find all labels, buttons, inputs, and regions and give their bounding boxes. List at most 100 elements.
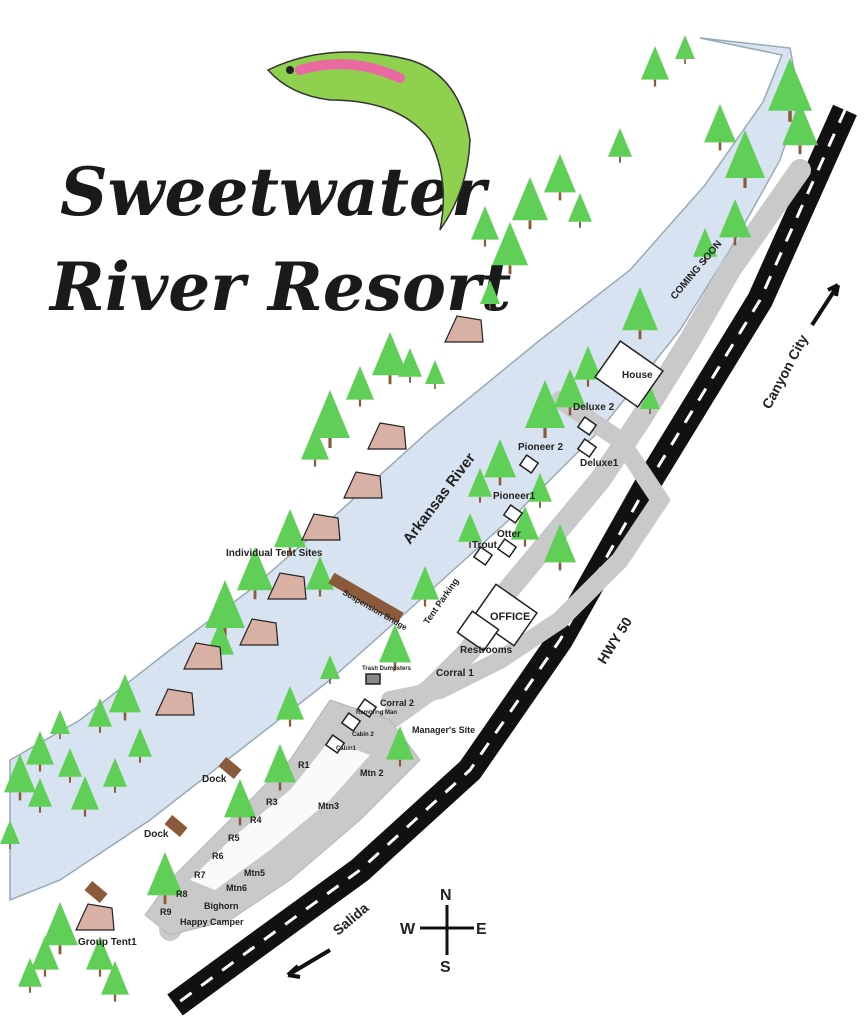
- individual-tent-sites-label: Individual Tent Sites: [226, 548, 323, 559]
- title-line2: River Resort: [48, 248, 511, 326]
- tree: [641, 46, 669, 87]
- house-building[interactable]: [594, 340, 664, 408]
- tent-site[interactable]: [367, 422, 407, 450]
- tree: [544, 524, 576, 571]
- r9-label: R9: [160, 907, 172, 917]
- canyon-city-arrow: [810, 283, 840, 327]
- house-label: House: [622, 370, 653, 381]
- tent-site[interactable]: [301, 513, 341, 541]
- corral2-label: Corral 2: [380, 698, 414, 708]
- deluxe1-label: Deluxe1: [580, 458, 619, 469]
- tree: [525, 380, 565, 438]
- trout-cabin[interactable]: [472, 546, 494, 566]
- r4-label: R4: [250, 815, 262, 825]
- tree: [50, 710, 70, 739]
- r7-label: R7: [194, 870, 206, 880]
- mtn6-label: Mtn6: [226, 883, 247, 893]
- tree: [574, 346, 602, 387]
- tree: [528, 473, 552, 508]
- rambling-man-label: Rambling Man: [356, 710, 397, 716]
- highway-label: HWY 50: [594, 614, 635, 667]
- r3-label: R3: [266, 797, 278, 807]
- deluxe1-cabin[interactable]: [576, 438, 598, 458]
- tree: [484, 439, 516, 486]
- rambling-man-cabin[interactable]: [356, 698, 378, 718]
- pioneer2-cabin[interactable]: [518, 454, 540, 474]
- tree: [0, 820, 20, 849]
- tree: [128, 728, 152, 763]
- compass-s: S: [440, 959, 451, 976]
- pioneer1-cabin[interactable]: [502, 504, 524, 524]
- tree: [622, 287, 658, 340]
- cabin2[interactable]: [340, 712, 362, 732]
- r5-label: R5: [228, 833, 240, 843]
- pioneer2-label: Pioneer 2: [518, 442, 563, 453]
- tree: [276, 686, 304, 727]
- tent-site[interactable]: [267, 572, 307, 600]
- tree: [86, 936, 114, 977]
- tree: [398, 348, 422, 383]
- tree: [511, 506, 539, 547]
- salida-label: Salida: [330, 899, 372, 938]
- tree: [237, 547, 273, 600]
- deluxe2-cabin[interactable]: [576, 416, 598, 436]
- tree: [425, 360, 445, 389]
- tree: [768, 58, 812, 122]
- tent-site[interactable]: [444, 315, 484, 343]
- tree: [725, 130, 765, 188]
- tree: [554, 369, 586, 416]
- tree: [301, 426, 329, 467]
- tent-site[interactable]: [343, 471, 383, 499]
- tree: [544, 154, 576, 201]
- dock1[interactable]: [218, 756, 242, 780]
- tree: [28, 778, 52, 813]
- cabin2-label: Cabin 2: [352, 732, 374, 738]
- canyon-city-label: Canyon City: [759, 332, 812, 412]
- r8-label: R8: [176, 889, 188, 899]
- tree: [346, 366, 374, 407]
- tree: [274, 509, 306, 556]
- deluxe2-label: Deluxe 2: [573, 402, 615, 413]
- tree: [264, 744, 296, 791]
- tree: [372, 332, 408, 385]
- tent-site[interactable]: [155, 688, 195, 716]
- managers-site-label: Manager's Site: [412, 725, 475, 735]
- r6-label: R6: [212, 851, 224, 861]
- tree: [492, 222, 528, 275]
- tree: [224, 779, 256, 826]
- group-dock[interactable]: [84, 880, 108, 904]
- tree: [704, 104, 736, 151]
- tent-site[interactable]: [183, 642, 223, 670]
- otter-cabin[interactable]: [496, 538, 518, 558]
- trash-dumpsters: [365, 673, 381, 685]
- tree: [42, 902, 78, 955]
- tree: [310, 390, 350, 448]
- tree: [103, 758, 127, 793]
- tree: [379, 624, 411, 671]
- cabin1[interactable]: [324, 734, 346, 754]
- tree: [640, 385, 660, 414]
- dock1-label: Dock: [202, 774, 227, 785]
- suspension-bridge[interactable]: [328, 572, 404, 624]
- tent-site[interactable]: [75, 903, 115, 931]
- tree: [608, 128, 632, 163]
- otter-label: Otter: [497, 529, 521, 540]
- tree: [386, 726, 414, 767]
- restrooms-building[interactable]: [456, 610, 500, 652]
- pioneer1-label: Pioneer1: [493, 491, 536, 502]
- tree: [719, 199, 751, 246]
- tree: [4, 754, 36, 801]
- tree: [320, 655, 340, 684]
- tent-site[interactable]: [239, 618, 279, 646]
- tree: [71, 776, 99, 817]
- tree: [675, 35, 695, 64]
- trout-illustration: [266, 51, 471, 231]
- salida-arrow: [286, 948, 332, 979]
- tree: [58, 748, 82, 783]
- trees-layer: [0, 35, 818, 1002]
- restrooms-label: Restrooms: [460, 645, 513, 656]
- tree: [88, 698, 112, 733]
- mtn3-label: Mtn3: [318, 801, 339, 811]
- dock2[interactable]: [164, 814, 188, 838]
